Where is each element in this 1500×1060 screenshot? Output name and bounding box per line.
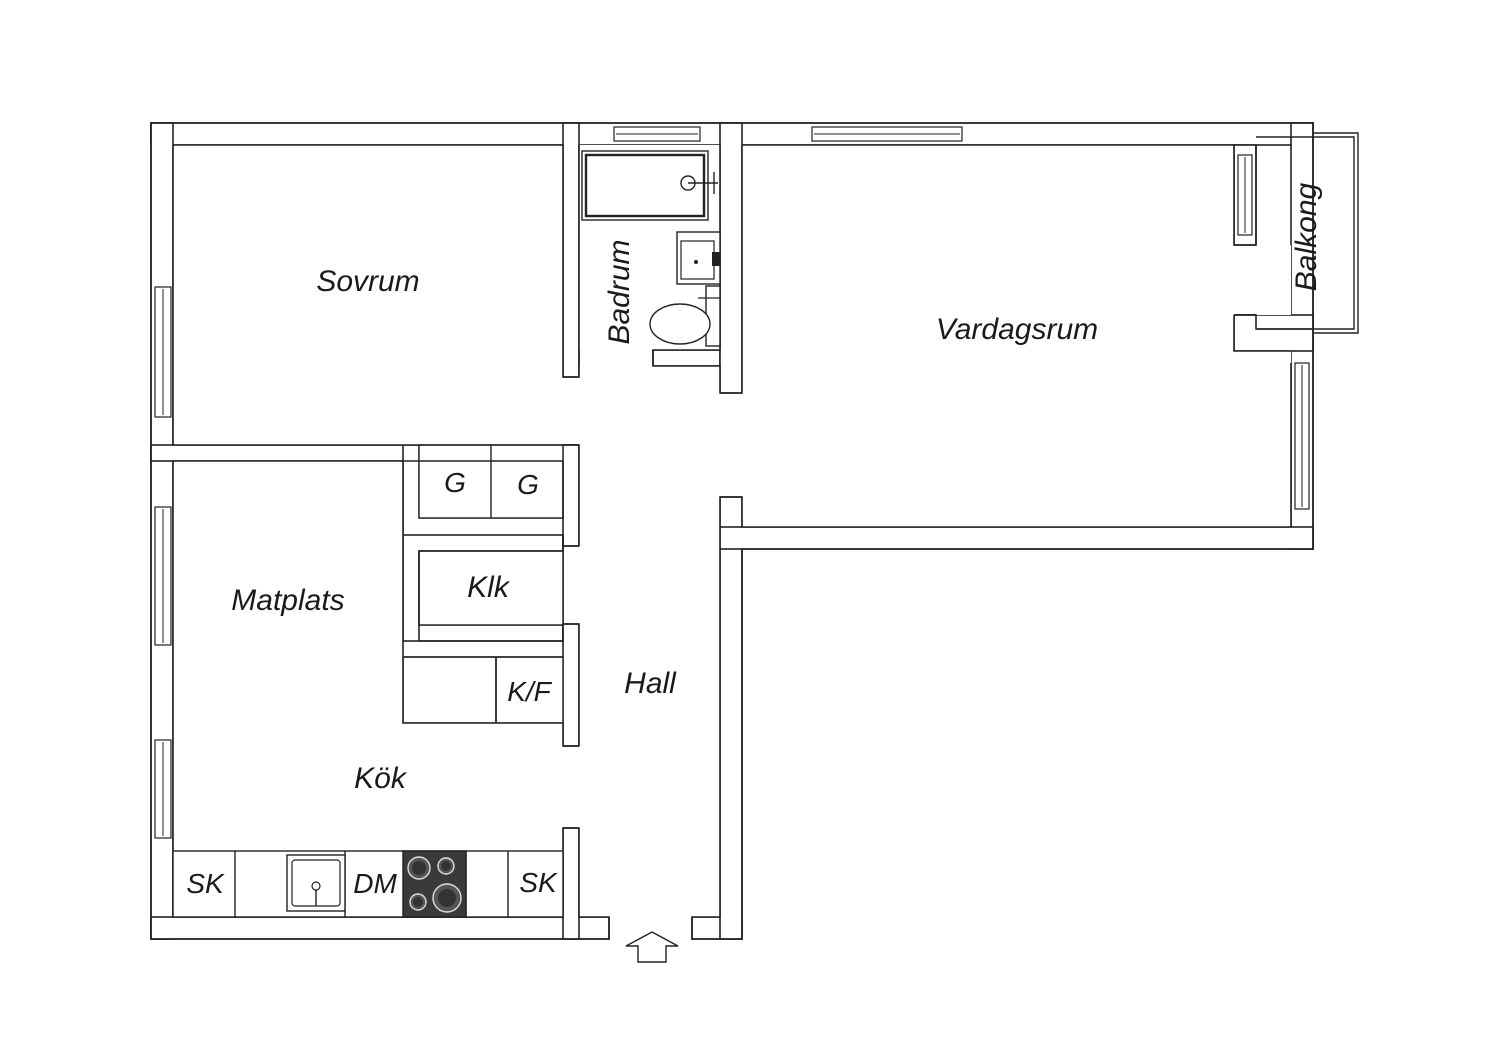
kitchen-sink-icon bbox=[286, 854, 346, 912]
room-fills bbox=[173, 145, 1291, 917]
label-matplats: Matplats bbox=[231, 584, 344, 617]
label-garderob-1: G bbox=[444, 467, 466, 498]
kitchen-counter bbox=[172, 850, 564, 918]
balcony bbox=[1256, 132, 1359, 334]
entrance-arrow-icon bbox=[625, 931, 679, 963]
label-diskmaskin: DM bbox=[353, 868, 397, 899]
window-balcony-door bbox=[1237, 154, 1253, 236]
label-sovrum: Sovrum bbox=[316, 265, 419, 298]
window-kitchen bbox=[154, 739, 172, 839]
windows bbox=[154, 126, 1310, 839]
label-vardagsrum: Vardagsrum bbox=[936, 313, 1098, 346]
label-kyl-frys: K/F bbox=[507, 676, 552, 707]
window-living-right bbox=[1294, 362, 1310, 510]
bathtub-icon bbox=[581, 150, 718, 221]
label-skap-right: SK bbox=[519, 867, 558, 898]
window-dining bbox=[154, 506, 172, 646]
label-balkong: Balkong bbox=[1290, 182, 1323, 291]
label-garderob-2: G bbox=[517, 469, 539, 500]
window-bedroom bbox=[154, 286, 172, 418]
stove-icon bbox=[402, 850, 467, 918]
label-hall: Hall bbox=[624, 667, 677, 700]
toilet-icon bbox=[649, 285, 721, 347]
window-living-top bbox=[811, 126, 963, 142]
label-badrum: Badrum bbox=[603, 239, 636, 344]
label-klk: Klk bbox=[467, 571, 511, 604]
washbasin-icon bbox=[676, 231, 721, 285]
label-kok: Kök bbox=[354, 762, 408, 795]
label-skap-left: SK bbox=[186, 868, 225, 899]
window-bathroom bbox=[613, 126, 701, 142]
